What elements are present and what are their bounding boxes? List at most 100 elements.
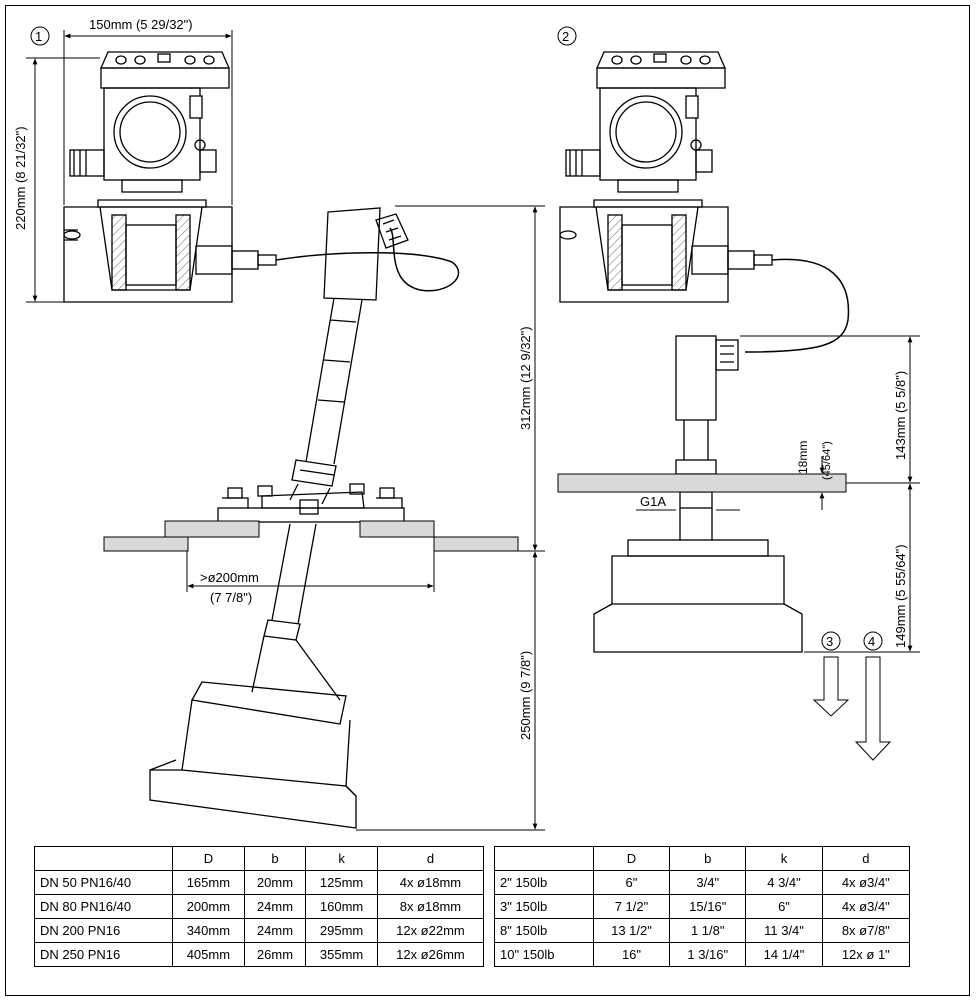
table-cell: 3/4" [669, 870, 747, 895]
table-cell: 8x ø18mm [376, 894, 485, 919]
table-header-cell: k [305, 846, 378, 871]
table-header-row: D b k d [33, 846, 485, 871]
process-plate-left [103, 536, 189, 552]
dim-housing-height [26, 57, 100, 303]
callout-3-circle [821, 631, 841, 651]
table-cell: 1 1/8" [669, 918, 747, 943]
table-cell: 10" 150lb [494, 942, 594, 967]
table-cell: 14 1/4" [745, 942, 823, 967]
table-cell: 2" 150lb [494, 870, 594, 895]
table-cell: 8x ø7/8" [821, 918, 911, 943]
cable-left [275, 227, 460, 292]
table-cell: 405mm [172, 942, 245, 967]
table-cell: DN 80 PN16/40 [33, 894, 174, 919]
callout-1-circle [30, 26, 50, 46]
dim-housing-height-label: 220mm (8 21/32") [13, 126, 28, 230]
table-header-cell [494, 846, 594, 871]
dim-thread-length [716, 456, 830, 510]
table-cell: 340mm [172, 918, 245, 943]
table-cell: 355mm [305, 942, 378, 967]
table-cell: 3" 150lb [494, 894, 594, 919]
dim-tilt-lower-label: 250mm (9 7/8") [518, 651, 533, 740]
table-cell: 24mm [243, 894, 307, 919]
process-plate-right [433, 536, 519, 552]
callout-4-circle [863, 631, 883, 651]
table-header-cell: D [172, 846, 245, 871]
callout-2-circle [557, 26, 577, 46]
table-cell: 6" [592, 870, 671, 895]
cable-right [744, 258, 850, 353]
table-cell: 165mm [172, 870, 245, 895]
table-row: DN 200 PN16 340mm 24mm 295mm 12x ø22mm [33, 918, 485, 943]
table-cell: 160mm [305, 894, 378, 919]
dim-opening-label: >ø200mm [200, 570, 259, 585]
table-cell: DN 250 PN16 [33, 942, 174, 967]
dim-tilt-upper-label: 312mm (12 9/32") [518, 326, 533, 430]
table-header-cell: D [592, 846, 671, 871]
table-cell: 7 1/2" [592, 894, 671, 919]
metric-flange-table: D b k d DN 50 PN16/40 165mm 20mm 125mm 4… [33, 846, 485, 967]
table-cell: 12x ø22mm [376, 918, 485, 943]
table-cell: 1 3/16" [669, 942, 747, 967]
dim-thread-length-inch-label: (45/64") [821, 441, 833, 480]
table-cell: 15/16" [669, 894, 747, 919]
table-cell: 4 3/4" [745, 870, 823, 895]
table-cell: DN 200 PN16 [33, 918, 174, 943]
table-row: 3" 150lb 7 1/2" 15/16" 6" 4x ø3/4" [494, 894, 911, 919]
arrow-4-icon [854, 656, 892, 761]
callout-4: 4 [868, 634, 875, 649]
housing-left [63, 51, 277, 303]
table-cell: 8" 150lb [494, 918, 594, 943]
process-plate-left-top [164, 520, 260, 538]
dim-housing-width-label: 150mm (5 29/32") [89, 17, 193, 32]
table-cell: 11 3/4" [745, 918, 823, 943]
table-cell: 20mm [243, 870, 307, 895]
arrow-3-icon [812, 656, 850, 717]
table-cell: 4x ø3/4" [821, 894, 911, 919]
table-cell: 6" [745, 894, 823, 919]
straight-sensor [593, 335, 803, 653]
table-row: 8" 150lb 13 1/2" 1 1/8" 11 3/4" 8x ø7/8" [494, 918, 911, 943]
table-cell: 125mm [305, 870, 378, 895]
table-header-cell: b [669, 846, 747, 871]
table-cell: 12x ø 1" [821, 942, 911, 967]
callout-1: 1 [35, 29, 42, 44]
table-header-cell: b [243, 846, 307, 871]
process-plate-right-view [557, 473, 847, 493]
drawing-frame [5, 5, 970, 996]
table-row: DN 80 PN16/40 200mm 24mm 160mm 8x ø18mm [33, 894, 485, 919]
callout-2: 2 [562, 29, 569, 44]
dim-thread-label: G1A [640, 494, 666, 509]
dim-housing-width [63, 30, 233, 205]
dim-tilt [356, 205, 545, 831]
dim-sensor [740, 335, 920, 653]
table-cell: 295mm [305, 918, 378, 943]
dim-sensor-upper-label: 143mm (5 5/8") [893, 371, 908, 460]
table-cell: DN 50 PN16/40 [33, 870, 174, 895]
dim-thread-length-label: 18mm [796, 441, 810, 474]
table-cell: 24mm [243, 918, 307, 943]
table-cell: 16" [592, 942, 671, 967]
dim-opening [186, 551, 435, 592]
dim-sensor-lower-label: 149mm (5 55/64") [893, 544, 908, 648]
table-header-cell [33, 846, 174, 871]
table-cell: 4x ø3/4" [821, 870, 911, 895]
process-plate-right-top [359, 520, 435, 538]
table-cell: 12x ø26mm [376, 942, 485, 967]
table-row: DN 250 PN16 405mm 26mm 355mm 12x ø26mm [33, 942, 485, 967]
table-cell: 13 1/2" [592, 918, 671, 943]
housing-right [559, 51, 773, 303]
table-row: 10" 150lb 16" 1 3/16" 14 1/4" 12x ø 1" [494, 942, 911, 967]
dim-opening-inch-label: (7 7/8") [210, 590, 252, 605]
table-cell: 200mm [172, 894, 245, 919]
imperial-flange-table: D b k d 2" 150lb 6" 3/4" 4 3/4" 4x ø3/4"… [494, 846, 911, 967]
table-header-cell: d [821, 846, 911, 871]
table-cell: 26mm [243, 942, 307, 967]
callout-3: 3 [826, 634, 833, 649]
table-cell: 4x ø18mm [376, 870, 485, 895]
table-header-cell: d [376, 846, 485, 871]
tilted-sensor [149, 207, 409, 829]
table-row: 2" 150lb 6" 3/4" 4 3/4" 4x ø3/4" [494, 870, 911, 895]
table-header-row: D b k d [494, 846, 911, 871]
